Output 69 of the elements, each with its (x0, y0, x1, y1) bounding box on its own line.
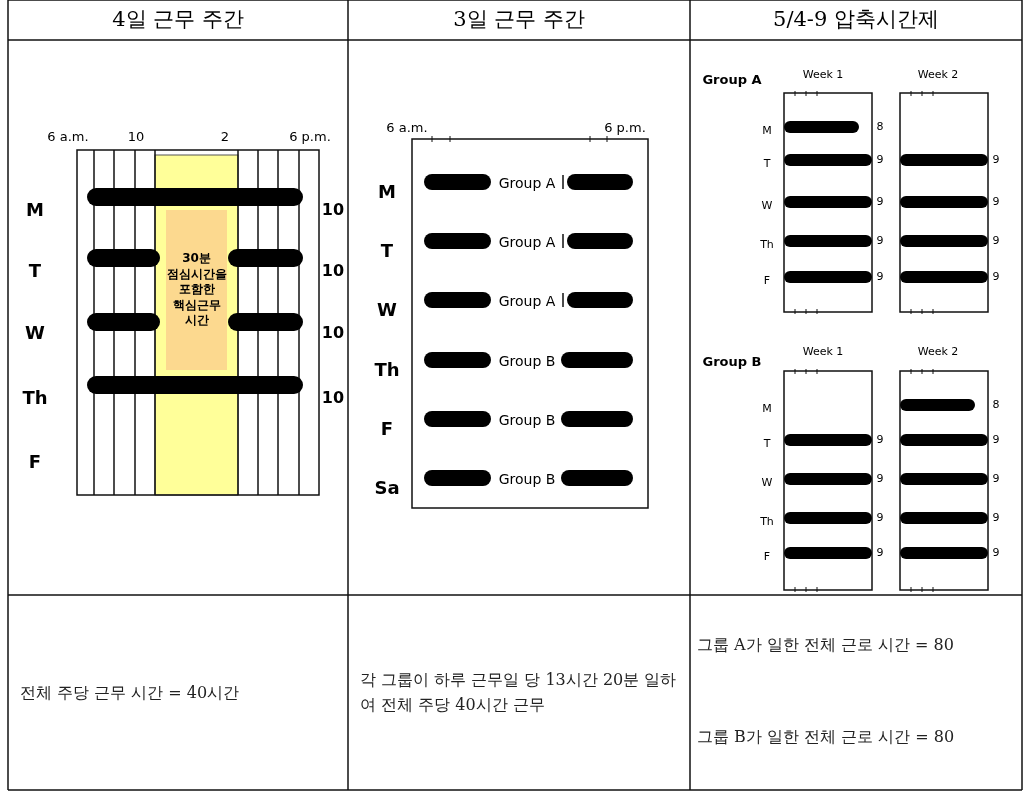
hours-label: 9 (992, 270, 1000, 284)
hours-label: 9 (876, 153, 884, 167)
hours-label: 9 (992, 234, 1000, 248)
time-label: 10 (127, 129, 145, 145)
day-label: M (378, 182, 396, 202)
day-label: T (763, 157, 771, 171)
day-label: Sa (374, 478, 400, 498)
hours-label: 9 (992, 153, 1000, 167)
week-label: Week 1 (802, 345, 844, 359)
hours-label: 10 (321, 324, 345, 342)
group-label: Group A (498, 235, 556, 251)
day-label: W (25, 323, 45, 343)
week-label: Week 2 (917, 68, 959, 82)
group-label: Group B (498, 472, 556, 488)
group-label: Group B (702, 354, 762, 370)
hours-label: 9 (992, 546, 1000, 560)
summary-text: 그룹 A가 일한 전체 근로 시간 = 80 (697, 633, 955, 656)
column-header: 5/4-9 압축시간제 (773, 8, 939, 32)
hours-label: 9 (876, 234, 884, 248)
column-header: 3일 근무 주간 (453, 8, 585, 32)
day-label: W (761, 199, 773, 213)
hours-label: 9 (992, 433, 1000, 447)
hours-label: 8 (876, 120, 884, 134)
hours-label: 9 (876, 270, 884, 284)
time-label: 6 a.m. (386, 120, 428, 136)
day-label: T (28, 261, 42, 281)
time-label: 6 p.m. (604, 120, 646, 136)
hours-label: 9 (876, 472, 884, 486)
day-label: F (763, 274, 771, 288)
summary-text: 전체 주당 근무 시간 = 40시간 (20, 681, 240, 704)
group-label: Group A (498, 294, 556, 310)
hours-label: 9 (876, 546, 884, 560)
day-label: M (762, 124, 772, 138)
day-label: Th (760, 238, 774, 252)
summary-text: 그룹 B가 일한 전체 근로 시간 = 80 (697, 725, 956, 748)
summary-text: 각 그룹이 하루 근무일 당 13시간 20분 일하여 전체 주당 40시간 근무 (360, 669, 678, 716)
day-label: Th (374, 360, 400, 380)
day-label: F (380, 419, 394, 439)
hours-label: 10 (321, 389, 345, 407)
group-label: Group B (498, 413, 556, 429)
core-hours-note: 30분 점심시간을 포함한 핵심근무 시간 (166, 210, 227, 370)
day-label: M (26, 200, 44, 220)
group-label: Group B (498, 354, 556, 370)
hours-label: 8 (992, 398, 1000, 412)
day-label: F (763, 550, 771, 564)
hours-label: 9 (876, 433, 884, 447)
hours-label: 9 (992, 511, 1000, 525)
time-label: 2 (220, 129, 230, 145)
day-label: Th (760, 515, 774, 529)
hours-label: 9 (992, 195, 1000, 209)
day-label: M (762, 402, 772, 416)
column-header: 4일 근무 주간 (112, 8, 244, 32)
group-label: Group A (702, 72, 762, 88)
group-label: Group A (498, 176, 556, 192)
day-label: Th (22, 388, 48, 408)
time-label: 6 p.m. (289, 129, 331, 145)
day-label: W (377, 300, 397, 320)
week-label: Week 2 (917, 345, 959, 359)
day-label: F (28, 452, 42, 472)
week-label: Week 1 (802, 68, 844, 82)
hours-label: 10 (321, 262, 345, 280)
hours-label: 9 (992, 472, 1000, 486)
time-label: 6 a.m. (47, 129, 89, 145)
hours-label: 9 (876, 195, 884, 209)
day-label: W (761, 476, 773, 490)
hours-label: 10 (321, 201, 345, 219)
day-label: T (380, 241, 394, 261)
hours-label: 9 (876, 511, 884, 525)
day-label: T (763, 437, 771, 451)
